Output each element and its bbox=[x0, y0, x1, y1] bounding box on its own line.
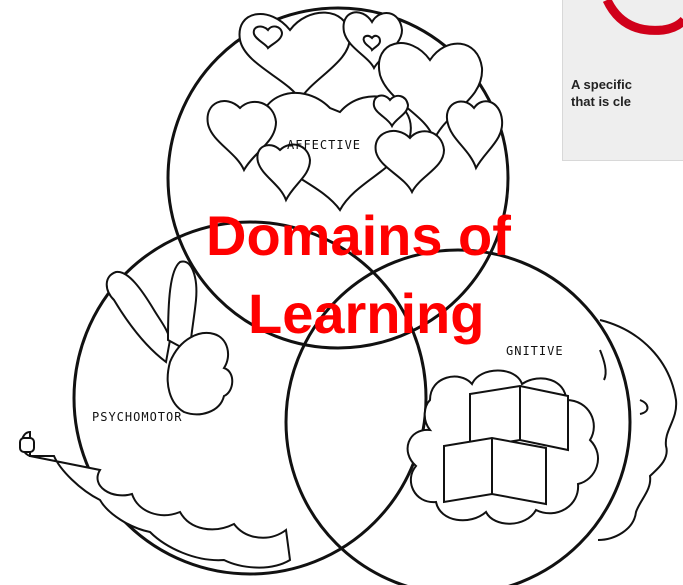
affective-label: AFFECTIVE bbox=[287, 138, 362, 152]
affective-circle bbox=[166, 6, 510, 350]
psychomotor-label: PSYCHOMOTOR bbox=[92, 410, 183, 424]
cognitive-label: GNITIVE bbox=[506, 344, 564, 358]
pointing-hand-icon bbox=[19, 430, 292, 569]
title-line2: Learning bbox=[248, 282, 485, 345]
card-red-arc-icon bbox=[602, 0, 683, 35]
card-text-line1: A specific bbox=[571, 77, 632, 92]
head-profile-icon bbox=[597, 319, 678, 541]
books-cloud-icon bbox=[406, 369, 599, 525]
title-line1: Domains of bbox=[206, 204, 511, 267]
card-text-line2: that is cle bbox=[571, 94, 631, 109]
psychomotor-circle bbox=[72, 220, 428, 576]
card-text: A specific that is cle bbox=[571, 76, 683, 110]
corner-card: A specific that is cle bbox=[562, 0, 683, 161]
hand-peace-sign-icon bbox=[105, 260, 234, 416]
hearts-icon bbox=[206, 11, 504, 212]
cognitive-circle bbox=[284, 248, 632, 585]
